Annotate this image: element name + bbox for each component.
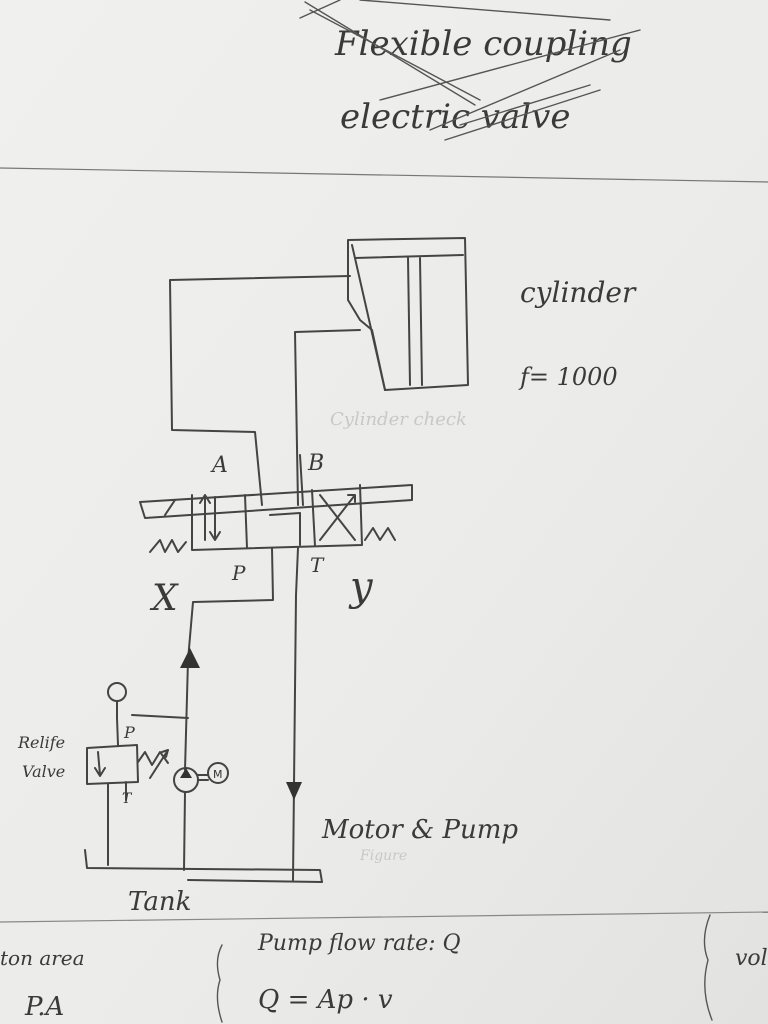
bottom-page-edge <box>0 911 768 923</box>
tank <box>84 849 323 883</box>
brace-left <box>216 944 223 1023</box>
relief-p-label: P <box>123 723 135 742</box>
flow-arrow-up <box>180 648 200 668</box>
hydraulic-cylinder <box>347 237 469 391</box>
line-b-tick <box>299 454 304 506</box>
relief-valve-label-1: Relife <box>17 733 65 752</box>
port-a-label: A <box>210 453 228 478</box>
crossed-out-notes: Flexible coupling electric valve <box>299 0 641 141</box>
relief-valve-label-2: Valve <box>22 762 65 781</box>
motor-icon <box>207 762 229 784</box>
tank-label: Tank <box>128 887 191 917</box>
x-mark: X <box>149 578 179 619</box>
ghost-text: Figure <box>359 848 407 864</box>
bottom-notes: ton area P.A Pump flow rate: Q Q = Ap · … <box>0 914 768 1023</box>
ghost-text: Cylinder check <box>330 409 467 430</box>
motor-pump-label: Motor & Pump <box>321 815 518 845</box>
pressure-line <box>184 547 274 771</box>
top-page-edge <box>0 167 768 183</box>
cylinder-label: cylinder <box>520 276 637 309</box>
line-a <box>169 275 351 506</box>
relief-t-label: T <box>122 791 133 807</box>
port-t-label: T <box>310 553 325 577</box>
port-p-label: P <box>231 561 246 585</box>
scribble-line-1: Flexible coupling <box>334 24 632 64</box>
note-volume: vol <box>735 946 768 971</box>
relief-valve <box>86 682 189 866</box>
flow-arrow-down <box>286 782 302 800</box>
y-mark: y <box>348 564 374 610</box>
force-label: f= 1000 <box>518 363 618 391</box>
directional-control-valve <box>139 484 413 553</box>
note-piston-area: ton area <box>0 946 85 970</box>
motor-symbol: M <box>213 768 223 781</box>
note-flow-rate: Pump flow rate: Q <box>257 931 461 956</box>
line-b <box>294 329 361 506</box>
note-formula: Q = Ap · v <box>258 985 393 1015</box>
note-pa: P.A <box>24 992 64 1022</box>
pump-motor-assembly: M <box>173 762 229 871</box>
scribble-line-2: electric valve <box>340 97 570 137</box>
port-b-label: B <box>307 451 324 476</box>
brace-right <box>703 914 713 1021</box>
